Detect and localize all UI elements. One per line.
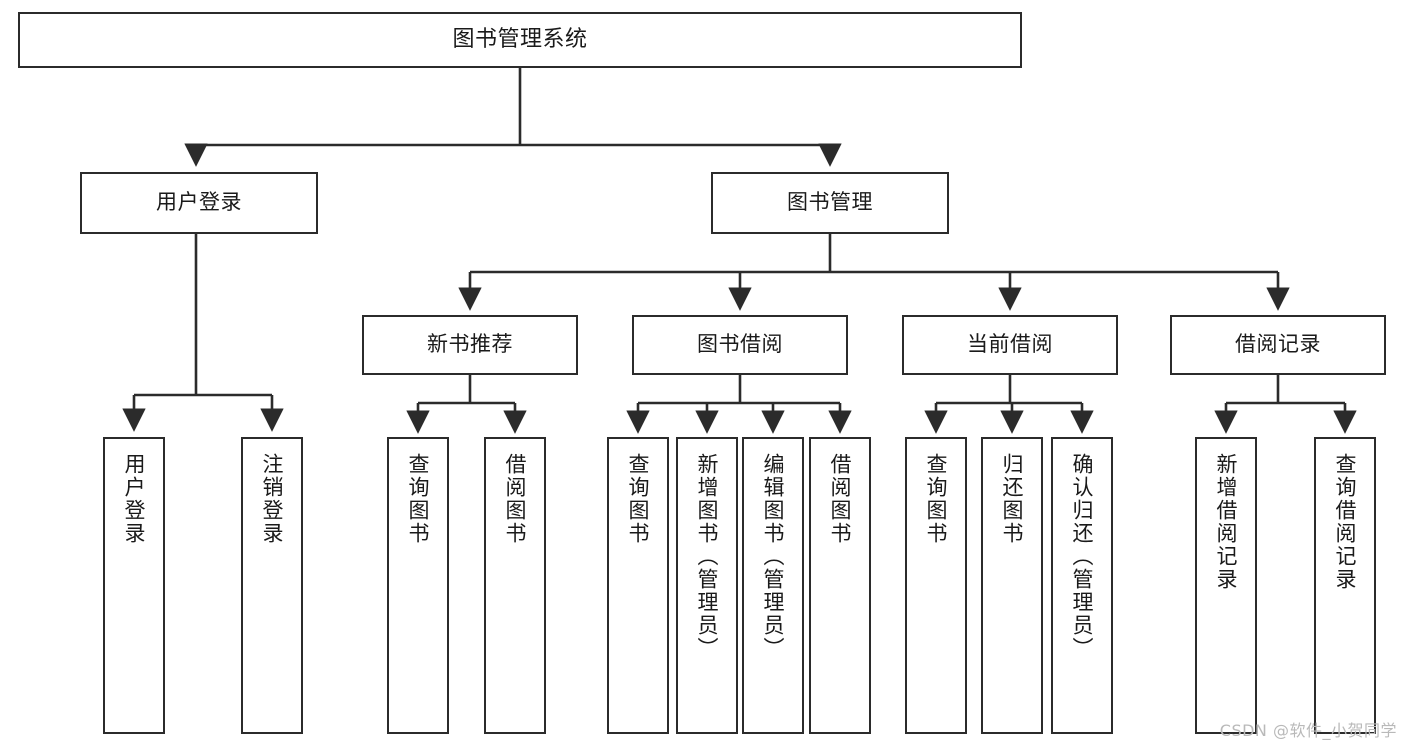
node-label: 用户登录 bbox=[156, 190, 242, 215]
node-borrow-record[interactable]: 借阅记录 bbox=[1170, 315, 1386, 375]
node-label: 图书管理系统 bbox=[452, 26, 588, 52]
node-label: 编辑图书（管理员） bbox=[761, 453, 786, 660]
csdn-watermark: CSDN @软件_小贺同学 bbox=[1219, 721, 1397, 740]
node-leaf-user-login[interactable]: 用户登录 bbox=[103, 437, 165, 734]
node-label: 新增借阅记录 bbox=[1214, 453, 1239, 591]
node-current-borrow[interactable]: 当前借阅 bbox=[902, 315, 1118, 375]
node-leaf-return-book[interactable]: 归还图书 bbox=[981, 437, 1043, 734]
node-label: 查询图书 bbox=[406, 453, 431, 545]
node-root-system[interactable]: 图书管理系统 bbox=[18, 12, 1022, 68]
node-label: 查询图书 bbox=[626, 453, 651, 545]
node-label: 图书管理 bbox=[787, 190, 873, 215]
node-label: 用户登录 bbox=[122, 453, 147, 545]
node-new-book-recommend[interactable]: 新书推荐 bbox=[362, 315, 578, 375]
node-label: 借阅图书 bbox=[828, 453, 853, 545]
node-label: 新增图书（管理员） bbox=[695, 453, 720, 660]
node-book-manage[interactable]: 图书管理 bbox=[711, 172, 949, 234]
node-user-login[interactable]: 用户登录 bbox=[80, 172, 318, 234]
node-leaf-edit-book[interactable]: 编辑图书（管理员） bbox=[742, 437, 804, 734]
node-book-borrow[interactable]: 图书借阅 bbox=[632, 315, 848, 375]
node-label: 借阅图书 bbox=[503, 453, 528, 545]
node-leaf-query-book-1[interactable]: 查询图书 bbox=[387, 437, 449, 734]
node-leaf-borrow-book-2[interactable]: 借阅图书 bbox=[809, 437, 871, 734]
node-leaf-borrow-book-1[interactable]: 借阅图书 bbox=[484, 437, 546, 734]
node-leaf-query-book-2[interactable]: 查询图书 bbox=[607, 437, 669, 734]
node-label: 查询借阅记录 bbox=[1333, 453, 1358, 591]
node-leaf-add-record[interactable]: 新增借阅记录 bbox=[1195, 437, 1257, 734]
node-leaf-logout[interactable]: 注销登录 bbox=[241, 437, 303, 734]
node-label: 图书借阅 bbox=[697, 332, 783, 357]
node-label: 注销登录 bbox=[260, 453, 285, 545]
node-label: 新书推荐 bbox=[427, 332, 513, 357]
node-label: 当前借阅 bbox=[967, 332, 1053, 357]
node-leaf-query-record[interactable]: 查询借阅记录 bbox=[1314, 437, 1376, 734]
node-leaf-add-book[interactable]: 新增图书（管理员） bbox=[676, 437, 738, 734]
node-label: 查询图书 bbox=[924, 453, 949, 545]
node-label: 借阅记录 bbox=[1235, 332, 1321, 357]
node-leaf-confirm-return[interactable]: 确认归还（管理员） bbox=[1051, 437, 1113, 734]
node-label: 归还图书 bbox=[1000, 453, 1025, 545]
node-label: 确认归还（管理员） bbox=[1070, 453, 1095, 660]
node-leaf-query-book-3[interactable]: 查询图书 bbox=[905, 437, 967, 734]
